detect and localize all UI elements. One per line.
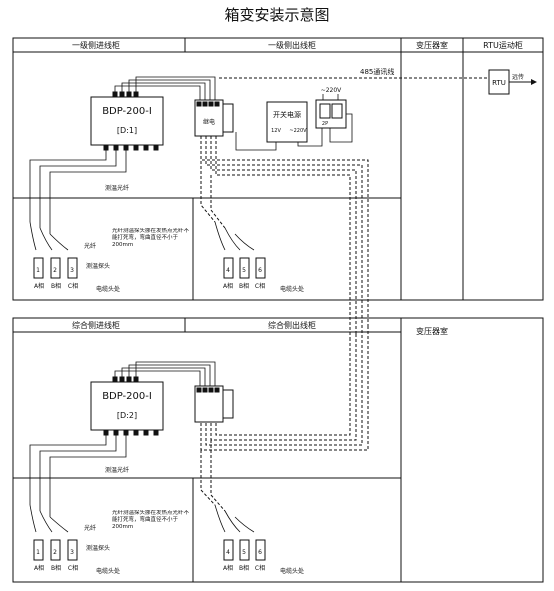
top-phase-b-right: B相 (239, 282, 249, 290)
bottom-guang-left: 光纤 (84, 524, 96, 532)
rtu-arrow-label: 远传 (512, 73, 524, 81)
bottom-probe-3: 3 (70, 549, 74, 556)
top-guang-left: 光纤 (84, 242, 96, 250)
top-relay-label: 继电 (203, 118, 215, 126)
top-probe-5: 5 (242, 267, 246, 274)
top-12v-label: 12V (271, 128, 281, 134)
top-220v-side: ~220V (289, 128, 307, 134)
bottom-phase-c-left: C相 (68, 564, 78, 572)
bottom-probe-6: 6 (258, 549, 262, 556)
top-probe-2: 2 (53, 267, 57, 274)
bottom-probe-2: 2 (53, 549, 57, 556)
top-485-label: 485通讯线 (360, 67, 394, 76)
bottom-outgoing-header: 综合侧出线柜 (268, 320, 316, 330)
top-phase-c-right: C相 (255, 282, 265, 290)
top-probe-3: 3 (70, 267, 74, 274)
bottom-phase-a-right: A相 (223, 564, 233, 572)
top-probe-6: 6 (258, 267, 262, 274)
bottom-transformer-header: 变压器室 (416, 326, 448, 336)
bottom-probe-1: 1 (36, 549, 40, 556)
bottom-probe-label: 测温探头 (86, 544, 110, 552)
top-rtu-header: RTU运动柜 (483, 40, 523, 50)
top-cable-head-right: 电缆头处 (280, 285, 304, 293)
bottom-probe-5: 5 (242, 549, 246, 556)
top-outgoing-header: 一级侧出线柜 (268, 40, 316, 50)
top-psu-label: 开关电源 (273, 110, 301, 119)
top-transformer-header: 变压器室 (416, 40, 448, 50)
bottom-section: 综合侧进线柜 综合侧出线柜 变压器室 BDP-200-I [D:2] (12, 317, 544, 583)
bottom-phase-b-right: B相 (239, 564, 249, 572)
top-probe-1: 1 (36, 267, 40, 274)
top-220v-top: ~220V (321, 87, 342, 94)
top-phase-b-left: B相 (51, 282, 61, 290)
top-psu (266, 101, 308, 143)
top-transformer-frame (400, 37, 464, 301)
bottom-incoming-header: 综合侧进线柜 (72, 320, 120, 330)
bottom-cable-head-left: 电缆头处 (96, 567, 120, 575)
top-section: 一级侧进线柜 一级侧出线柜 变压器室 RTU运动柜 BDP-200-I [D:1… (12, 37, 544, 338)
top-phase-a-right: A相 (223, 282, 233, 290)
bottom-phase-c-right: C相 (255, 564, 265, 572)
top-probe-4: 4 (226, 267, 230, 274)
bottom-phase-a-left: A相 (34, 564, 44, 572)
bottom-fiber-label: 测温光纤 (105, 466, 129, 474)
top-incoming-header: 一级侧进线柜 (72, 40, 120, 50)
top-right-probes: 4 5 6 A相 B相 C相 电缆头处 (214, 221, 304, 293)
bottom-right-probes: 4 5 6 A相 B相 C相 电缆头处 (200, 440, 304, 575)
bottom-phase-b-left: B相 (51, 564, 61, 572)
bottom-device-model: BDP-200-I (102, 391, 152, 402)
top-2p-label: 2P (322, 121, 328, 127)
top-bdp-device (90, 96, 164, 146)
top-phase-c-left: C相 (68, 282, 78, 290)
bottom-bdp-device (90, 381, 164, 431)
top-fiber-label: 测温光纤 (105, 184, 129, 192)
bottom-note: 光纤测温探头挪在发热点光纤不能打死弯，弯曲直径不小于200mm (112, 510, 190, 530)
bottom-transformer-frame (400, 317, 544, 583)
top-left-probes: 1 2 3 A相 B相 C相 光纤 测温探头 电缆头处 光纤测温探头挪在发热点光… (29, 221, 190, 293)
bottom-probe-4: 4 (226, 549, 230, 556)
top-rtu-frame (462, 37, 544, 301)
bottom-cable-head-right: 电缆头处 (280, 567, 304, 575)
bottom-left-probes: 1 2 3 A相 B相 C相 光纤 测温探头 电缆头处 光纤测温探头挪在发热点光… (29, 504, 190, 575)
top-probe-label: 测温探头 (86, 262, 110, 270)
rtu-box-label: RTU (492, 79, 506, 87)
top-device-id: [D:1] (117, 126, 137, 135)
top-device-model: BDP-200-I (102, 106, 152, 117)
bottom-device-id: [D:2] (117, 411, 137, 420)
diagram-title: 箱变安装示意图 (224, 6, 329, 24)
top-phase-a-left: A相 (34, 282, 44, 290)
top-note: 光纤测温探头挪在发热点光纤不能打死弯，弯曲直径不小于200mm (112, 228, 190, 248)
top-cable-head-left: 电缆头处 (96, 285, 120, 293)
